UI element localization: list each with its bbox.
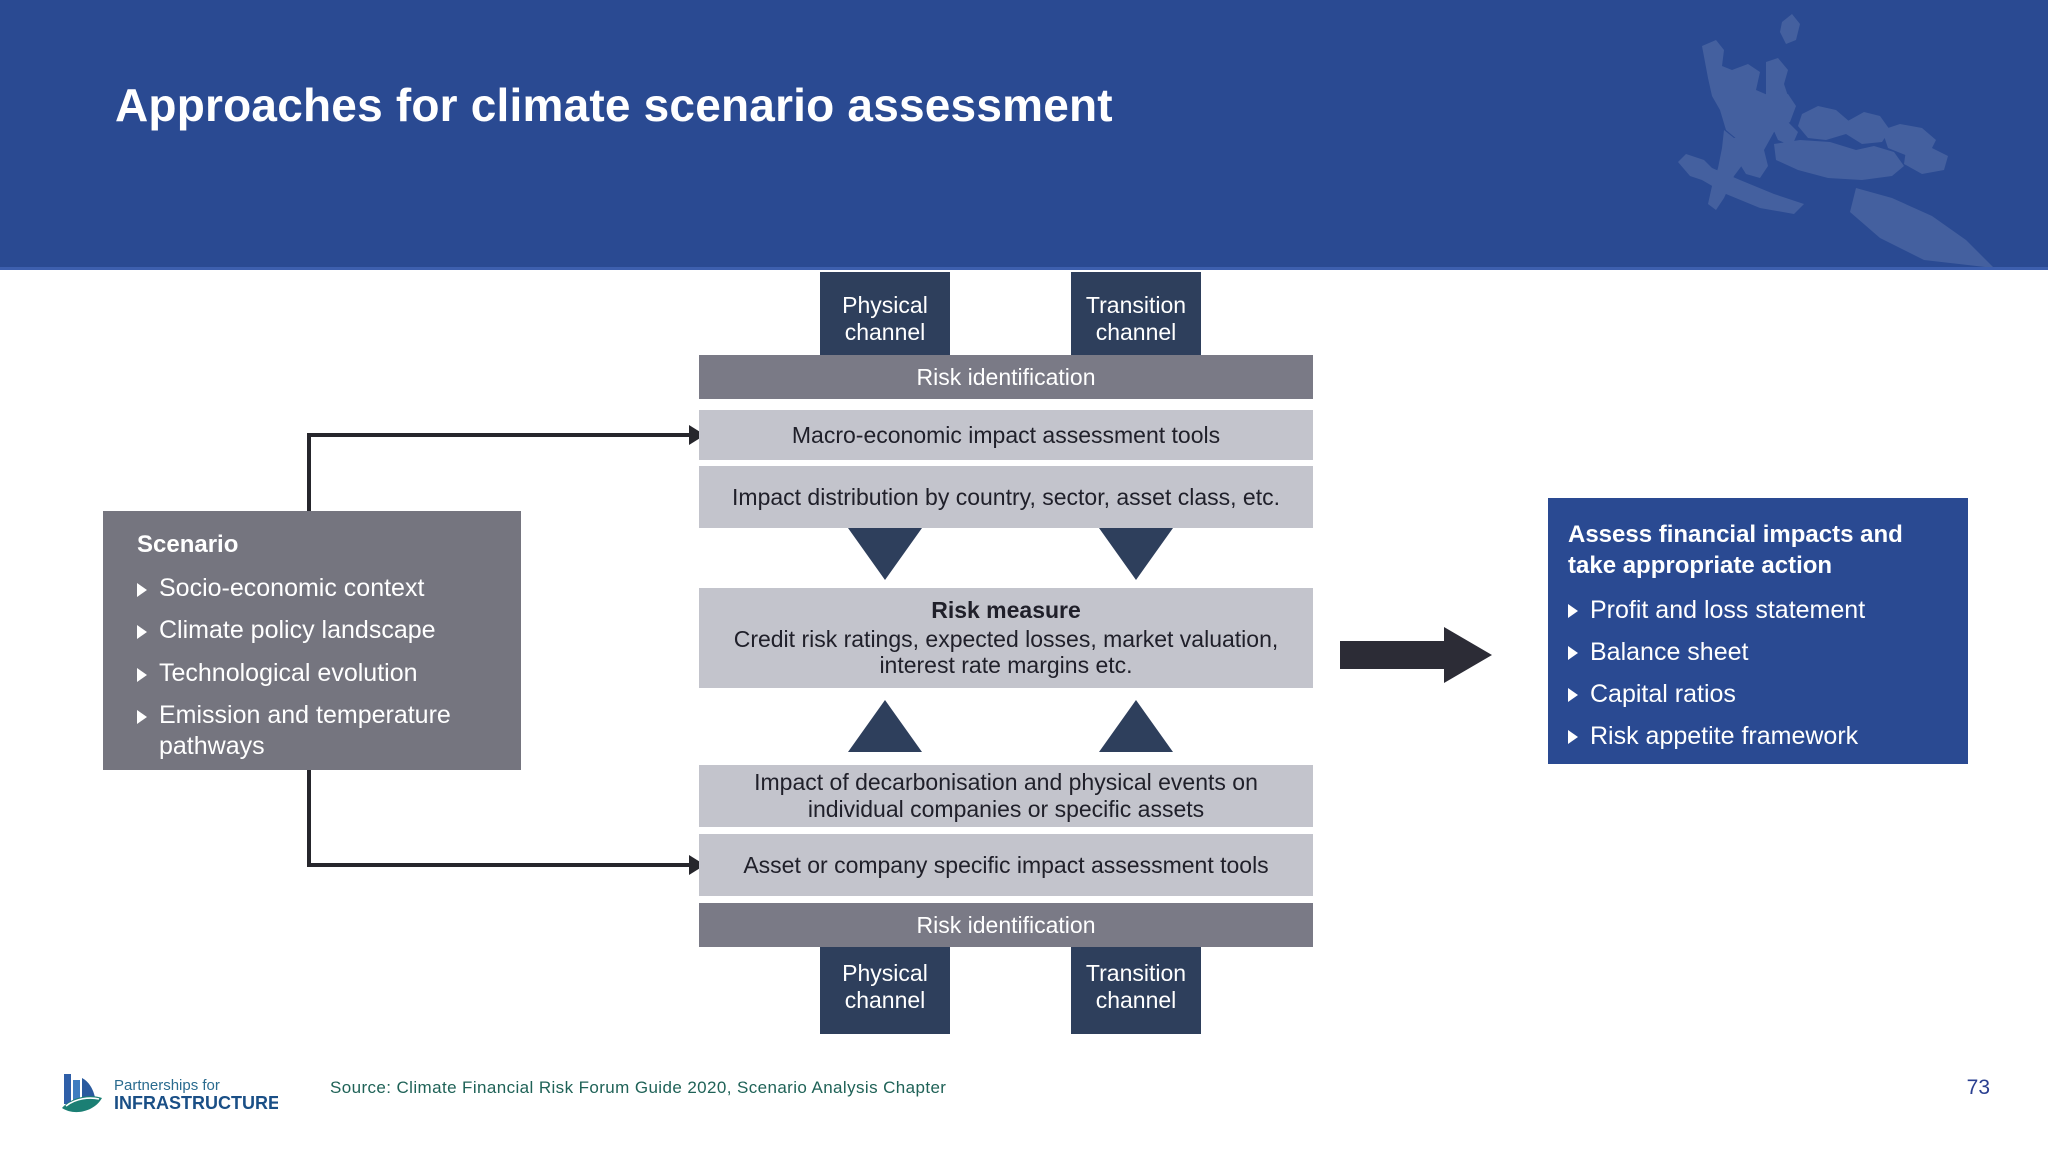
risk-measure-box: Risk measure Credit risk ratings, expect… <box>699 588 1313 688</box>
scenario-item-label: Technological evolution <box>159 658 418 687</box>
top-transition-channel-box: Transition channel <box>1071 272 1201 366</box>
risk-measure-title: Risk measure <box>931 596 1081 623</box>
impact-decarbonisation-band: Impact of decarbonisation and physical e… <box>699 765 1313 827</box>
header-underline <box>0 267 2048 270</box>
outcome-item-label: Risk appetite framework <box>1590 722 1859 751</box>
risk-measure-body: Credit risk ratings, expected losses, ma… <box>733 625 1279 679</box>
top-left-down-triangle <box>848 528 922 580</box>
scenario-item-label: Climate policy landscape <box>159 616 436 645</box>
triangle-bullet-icon <box>1568 688 1578 703</box>
connector-top-horizontal <box>307 433 689 437</box>
scenario-title: Scenario <box>137 531 239 558</box>
outcome-item-balance-sheet: Balance sheet <box>1568 637 1948 667</box>
outcome-title: Assess financial impacts and take approp… <box>1568 521 1903 579</box>
bottom-left-up-triangle <box>848 700 922 752</box>
outcome-box: Assess financial impacts and take approp… <box>1548 498 1968 764</box>
triangle-bullet-icon <box>137 709 147 724</box>
outcome-item-label: Balance sheet <box>1590 638 1749 667</box>
scenario-item-label: Socio-economic context <box>159 574 425 602</box>
outcome-item-label: Profit and loss statement <box>1590 596 1866 625</box>
outcome-item-label: Capital ratios <box>1590 680 1736 709</box>
source-text: Source: Climate Financial Risk Forum Gui… <box>330 1078 947 1097</box>
logo-line2: INFRASTRUCTURE <box>114 1093 278 1113</box>
bottom-transition-channel-box: Transition channel <box>1071 940 1201 1034</box>
bottom-risk-identification-band: Risk identification <box>699 903 1313 947</box>
triangle-bullet-icon <box>1568 604 1578 619</box>
triangle-bullet-icon <box>137 625 147 640</box>
page-number: 73 <box>1966 1076 1990 1099</box>
triangle-bullet-icon <box>137 583 147 597</box>
triangle-bullet-icon <box>1568 730 1578 745</box>
connector-bottom-horizontal <box>307 863 689 867</box>
scenario-item-emission-temperature: Emission and temperature pathways <box>137 700 501 763</box>
bottom-right-up-triangle <box>1099 700 1173 752</box>
scenario-item-socio-economic: Socio-economic context <box>137 573 501 604</box>
southeast-asia-map-watermark <box>1678 14 1993 267</box>
macro-economic-tools-band: Macro-economic impact assessment tools <box>699 410 1313 460</box>
outcome-item-profit-loss: Profit and loss statement <box>1568 595 1948 625</box>
outcome-item-risk-appetite: Risk appetite framework <box>1568 721 1948 751</box>
asset-company-tools-band: Asset or company specific impact assessm… <box>699 834 1313 896</box>
outcome-item-capital-ratios: Capital ratios <box>1568 679 1948 709</box>
top-risk-identification-band: Risk identification <box>699 355 1313 399</box>
scenario-item-label: Emission and temperature pathways <box>159 700 451 760</box>
logo-mark-icon <box>62 1074 102 1113</box>
triangle-bullet-icon <box>137 667 147 682</box>
header-band <box>0 0 2048 267</box>
top-physical-channel-box: Physical channel <box>820 272 950 366</box>
partnerships-for-infrastructure-logo: Partnerships for INFRASTRUCTURE <box>62 1074 278 1113</box>
page-title: Approaches for climate scenario assessme… <box>115 79 1113 131</box>
flow-arrow-icon <box>1340 627 1492 683</box>
top-right-down-triangle <box>1099 528 1173 580</box>
scenario-item-technological: Technological evolution <box>137 658 501 689</box>
scenario-box: Scenario Socio-economic context Climate … <box>103 511 521 770</box>
impact-distribution-band: Impact distribution by country, sector, … <box>699 466 1313 528</box>
logo-line1: Partnerships for <box>114 1077 220 1094</box>
triangle-bullet-icon <box>1568 646 1578 661</box>
bottom-physical-channel-box: Physical channel <box>820 940 950 1034</box>
scenario-item-climate-policy: Climate policy landscape <box>137 615 501 646</box>
